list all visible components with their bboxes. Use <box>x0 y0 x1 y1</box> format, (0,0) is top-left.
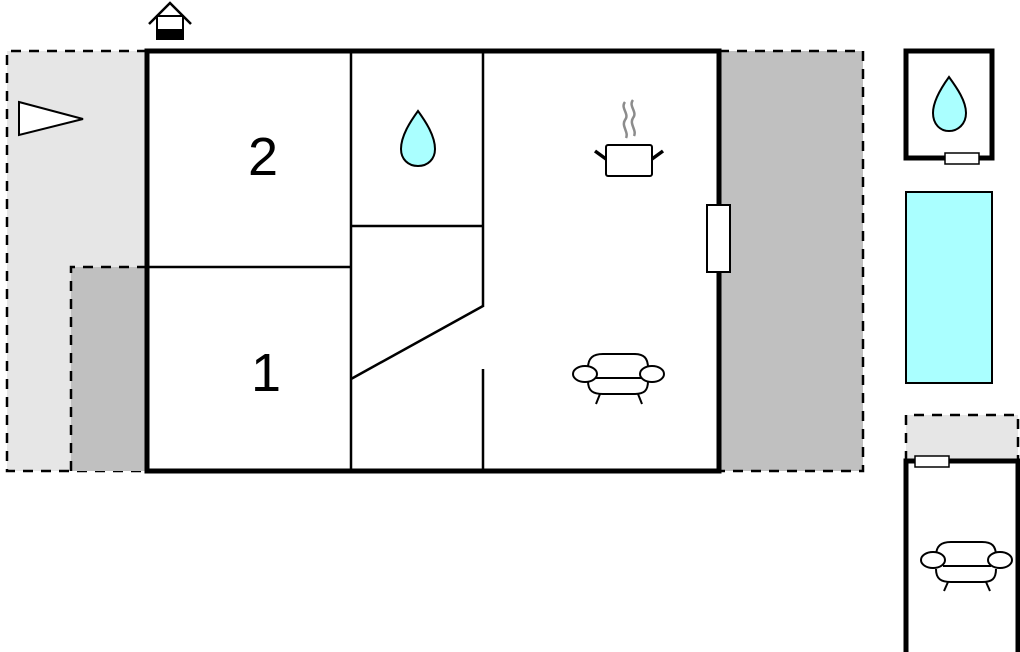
outdoor-bathroom <box>903 48 995 165</box>
room-label-bedroom-1: 1 <box>251 343 281 403</box>
cooking-pot-icon <box>593 99 665 177</box>
annex-terrace <box>904 413 1020 461</box>
wall-diagonal <box>350 304 484 381</box>
sofa-icon <box>572 353 665 405</box>
sofa-icon <box>920 541 1013 592</box>
annex-living <box>903 455 1020 652</box>
house-entrance-icon <box>148 1 192 40</box>
main-house: 2 1 <box>144 48 731 474</box>
direction-triangle-icon <box>18 100 84 137</box>
water-drop-icon <box>931 75 968 133</box>
room-label-bedroom-2: 2 <box>248 127 278 187</box>
swimming-pool <box>905 191 993 384</box>
door <box>944 152 980 165</box>
water-drop-icon <box>399 109 437 168</box>
terrace-right <box>719 49 865 473</box>
door <box>914 455 950 468</box>
terrace-left-lower <box>69 265 147 471</box>
window <box>706 204 731 273</box>
